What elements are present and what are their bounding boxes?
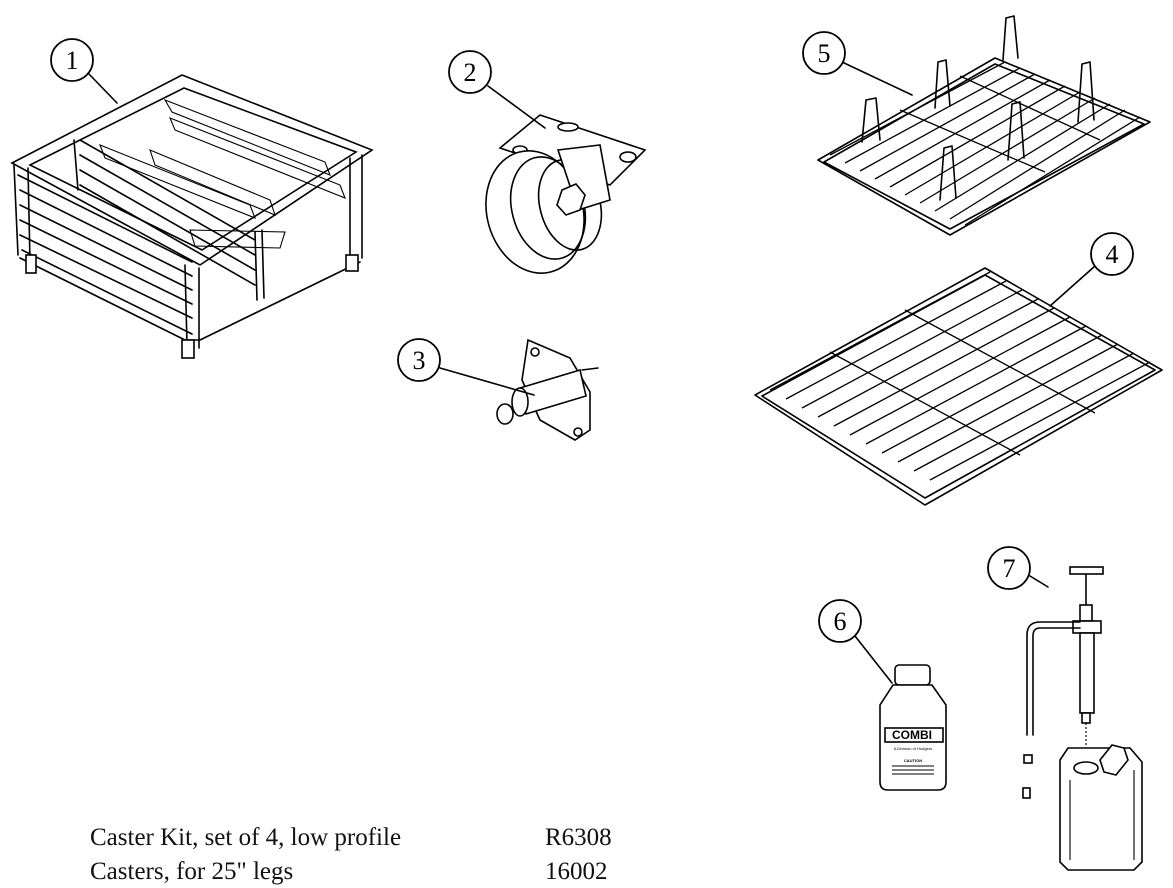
part-description: Caster Kit, set of 4, low profile bbox=[90, 824, 402, 851]
svg-text:6: 6 bbox=[834, 607, 847, 636]
caster-wheel bbox=[485, 114, 647, 274]
callout-4: 4 bbox=[1049, 232, 1134, 307]
svg-text:7: 7 bbox=[1003, 554, 1016, 583]
parts-list-row: Casters, for 25" legs 16002 bbox=[90, 858, 690, 888]
part-description: Casters, for 25" legs bbox=[90, 858, 294, 885]
svg-text:4: 4 bbox=[1106, 240, 1119, 269]
callout-5: 5 bbox=[802, 31, 913, 96]
leg-adapter bbox=[496, 338, 599, 441]
bottle-caution: CAUTION bbox=[904, 758, 922, 763]
svg-text:1: 1 bbox=[66, 46, 79, 75]
flat-wire-rack bbox=[754, 267, 1163, 506]
svg-text:2: 2 bbox=[464, 58, 477, 87]
part-number: R6308 bbox=[545, 824, 612, 851]
stand-frame bbox=[10, 74, 374, 359]
callout-7: 7 bbox=[987, 546, 1049, 590]
spiked-wire-rack bbox=[817, 15, 1151, 236]
parts-list-row: Caster Kit, set of 4, low profile R6308 bbox=[90, 824, 690, 854]
bottle-brand: COMBI bbox=[892, 728, 932, 742]
callout-1: 1 bbox=[50, 38, 118, 104]
callout-2: 2 bbox=[448, 50, 546, 129]
svg-text:3: 3 bbox=[413, 346, 426, 375]
cleaner-bottle: COMBI A Division of Hodgers CAUTION bbox=[879, 664, 947, 791]
callout-3: 3 bbox=[397, 338, 535, 396]
svg-text:5: 5 bbox=[818, 39, 831, 68]
pump-and-jug bbox=[1022, 566, 1143, 871]
bottle-subline: A Division of Hodgers bbox=[894, 746, 932, 751]
part-number: 16002 bbox=[545, 858, 608, 885]
callout-6: 6 bbox=[818, 599, 893, 684]
